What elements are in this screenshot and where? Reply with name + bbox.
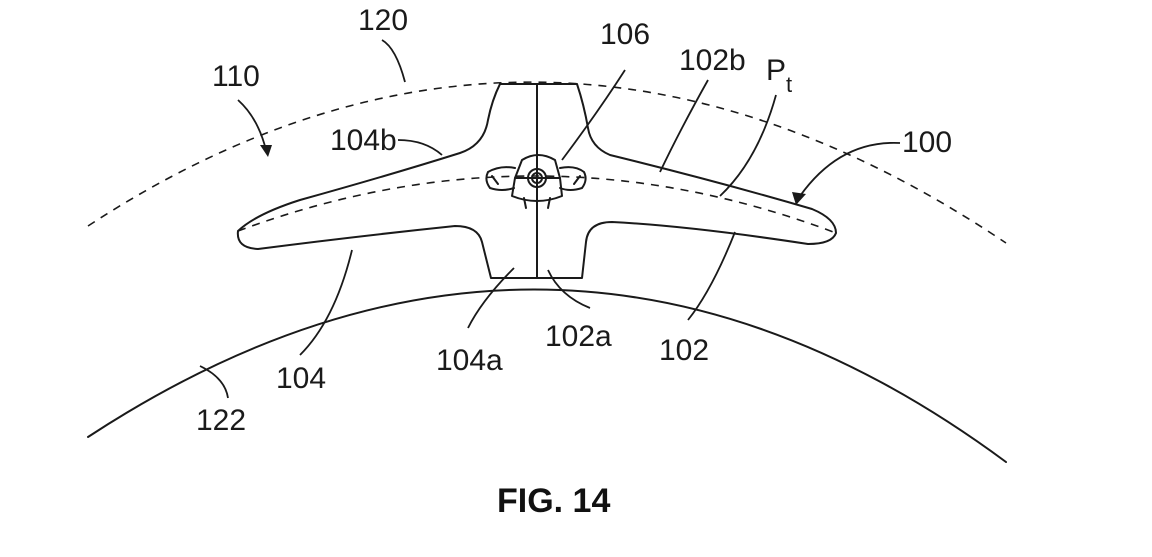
arrow-100-head [792,192,806,205]
label-122: 122 [196,404,246,437]
leader-106 [561,69,626,161]
arrow-100 [799,142,901,197]
label-100: 100 [902,126,952,159]
leader-122 [199,365,229,399]
label-pt: P [766,54,786,87]
label-104: 104 [276,362,326,395]
label-102a: 102a [545,320,612,353]
leader-104a [467,267,515,329]
label-104a: 104a [436,344,503,377]
vehicle-outline [236,83,837,279]
label-120: 120 [358,4,408,37]
outer-dashed-arc [87,81,1007,244]
label-102b: 102b [679,44,746,77]
label-104b: 104b [330,124,397,157]
label-106: 106 [600,18,650,51]
surface-arc [87,288,1007,463]
inner-dashed-centerline [237,175,837,234]
leader-102b [659,79,709,173]
leader-pt [719,94,777,197]
label-pt-subscript: t [786,72,792,97]
arrow-110 [237,99,267,151]
leader-102a [547,269,591,309]
leader-120 [381,39,406,83]
leader-102 [687,231,736,321]
astronaut-figure [485,154,587,209]
figure-caption: FIG. 14 [497,482,610,520]
label-110: 110 [212,60,260,93]
label-102: 102 [659,334,709,367]
arrow-110-head [260,145,272,157]
leader-104 [299,249,353,356]
leader-104b [397,139,443,156]
